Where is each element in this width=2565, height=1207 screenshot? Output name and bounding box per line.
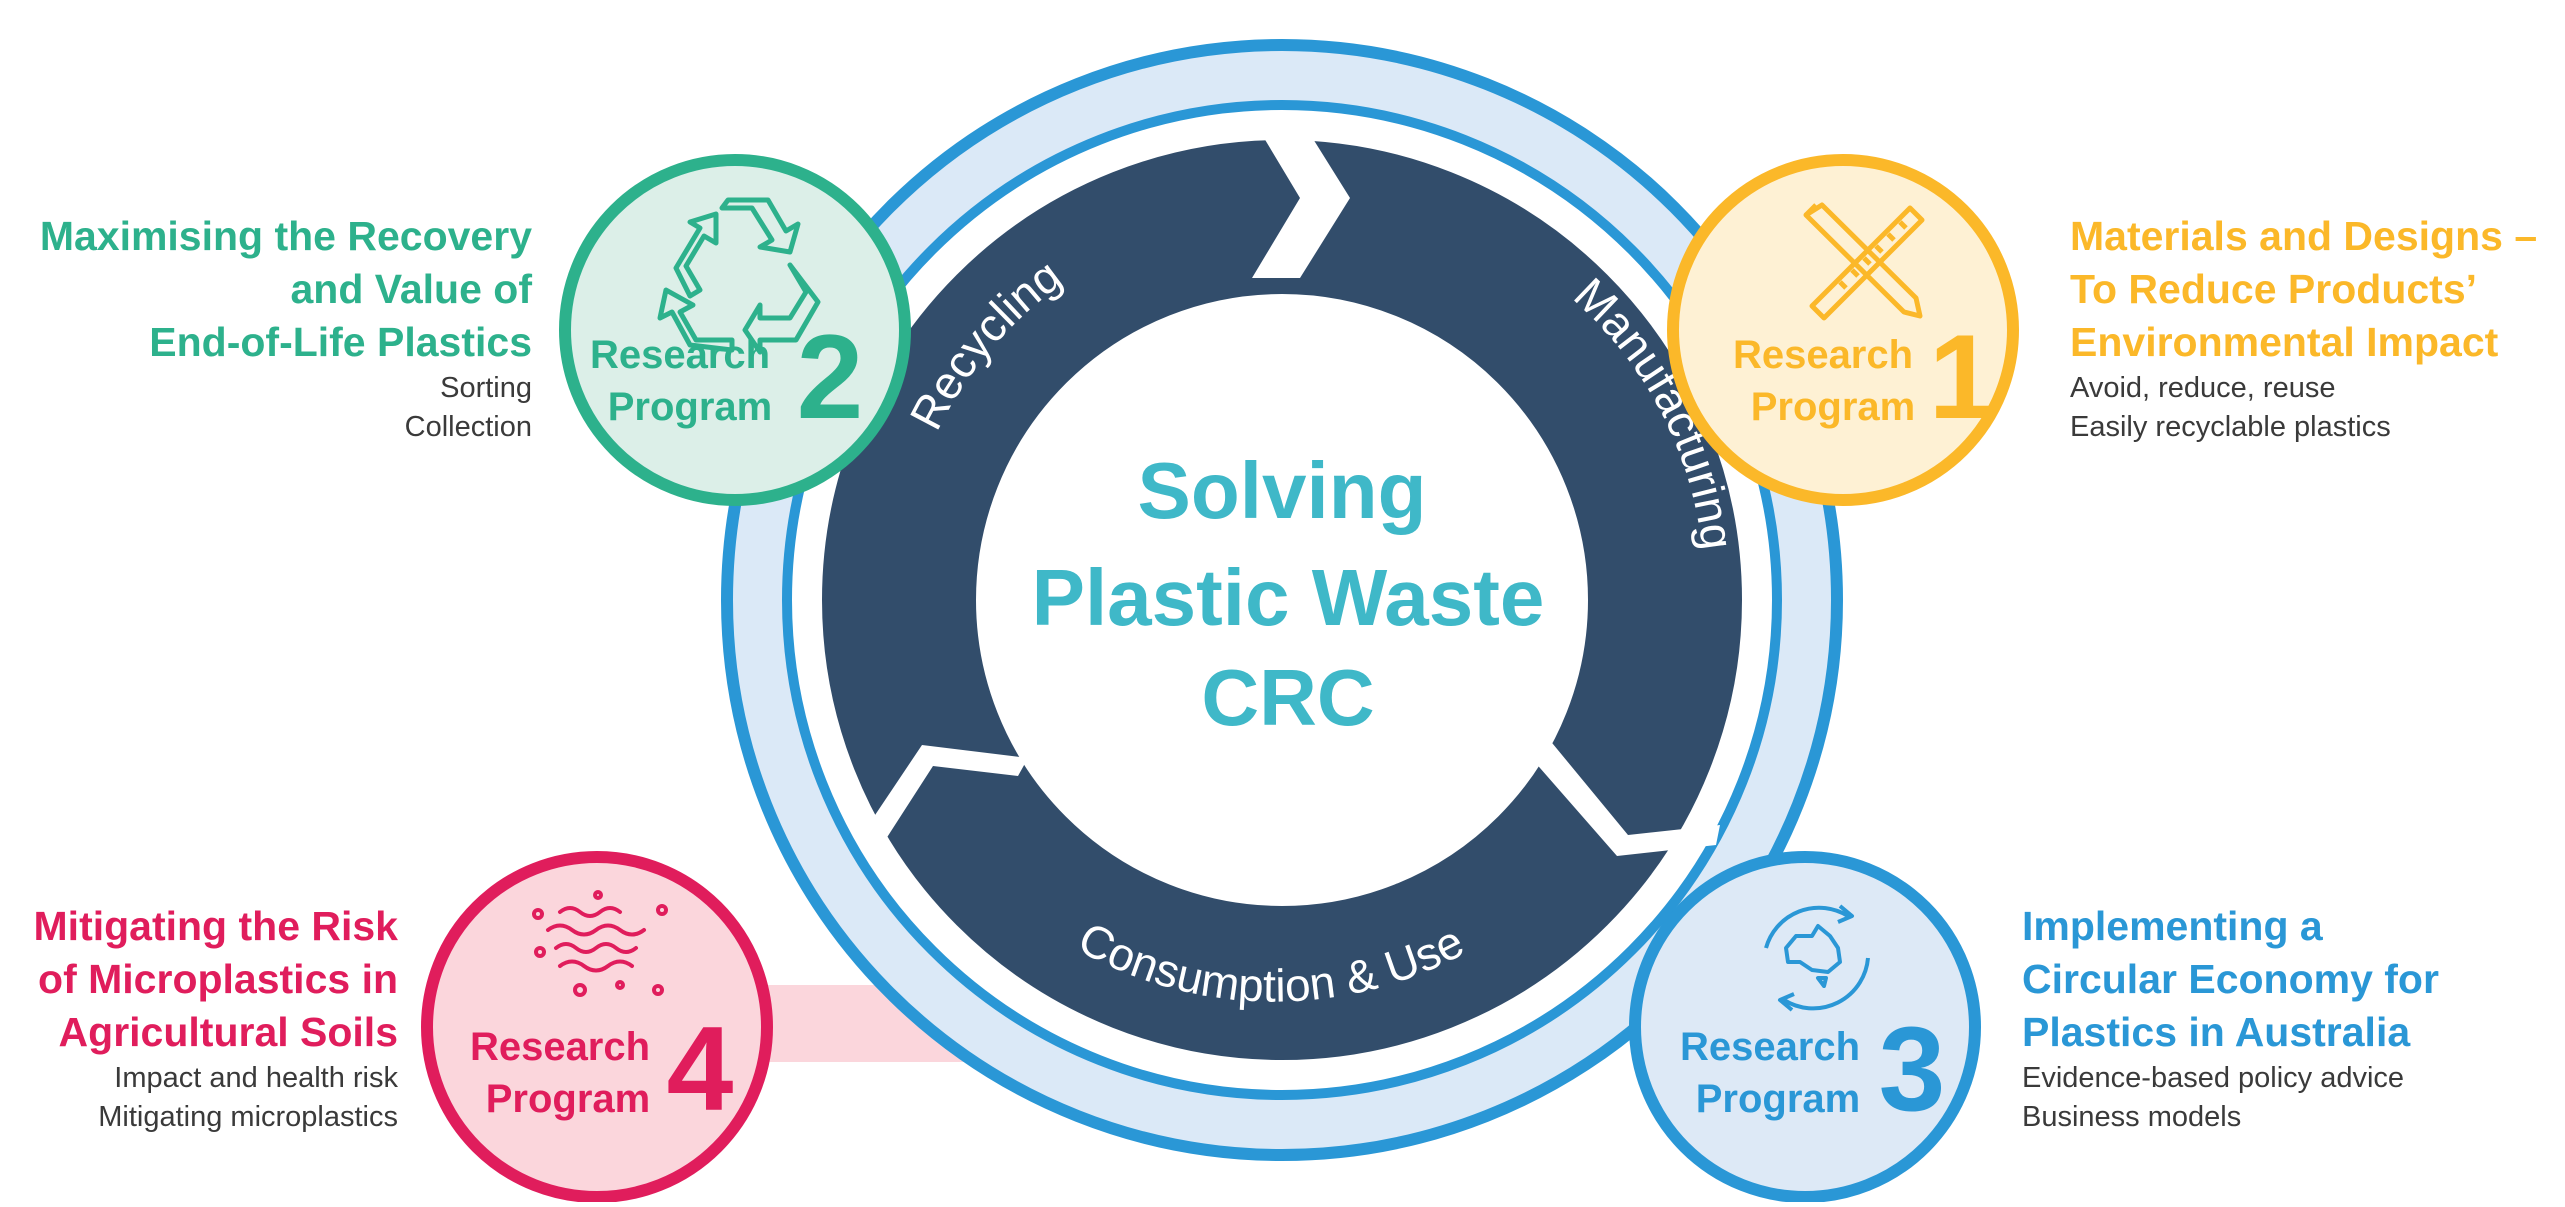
program-1-title-line: To Reduce Products’ [2070, 266, 2478, 312]
program-4-title-line: Agricultural Soils [58, 1009, 398, 1055]
center-title-line-3: CRC [1201, 653, 1374, 742]
cycle-ring [822, 140, 1742, 1060]
program-4-number: 4 [667, 1002, 734, 1136]
program-4-word2: Program [486, 1077, 651, 1121]
arrow-notch-top [1252, 118, 1350, 278]
center-title-line-2: Plastic Waste [1032, 553, 1545, 642]
program-1-title-line: Materials and Designs – [2070, 213, 2538, 259]
program-2-word2: Program [608, 385, 773, 429]
program-4-title-line: Mitigating the Risk [33, 903, 398, 949]
research-program-1-badge: Research Program 1 [1667, 154, 2019, 506]
recycle-icon [657, 197, 821, 355]
research-program-2-badge: Research Program 2 [559, 154, 911, 506]
program-2-title-line: Maximising the Recovery [39, 213, 532, 259]
program-2-detail: Sorting [440, 372, 532, 404]
program-2-title-line: End-of-Life Plastics [149, 319, 532, 365]
program-2-word1: Research [590, 333, 770, 377]
program-3-word2: Program [1696, 1077, 1861, 1121]
arrow-notch-right [1533, 738, 1720, 856]
program-3-word1: Research [1680, 1025, 1860, 1069]
program-1-title-line: Environmental Impact [2070, 319, 2499, 365]
center-title-line-1: Solving [1138, 446, 1427, 535]
pencil-ruler-icon [1803, 202, 1925, 321]
program-4-title-line: of Microplastics in [38, 956, 398, 1002]
program-4-word1: Research [470, 1025, 650, 1069]
program-3-number: 3 [1879, 1002, 1946, 1136]
program-1-description: Materials and Designs – To Reduce Produc… [2070, 210, 2565, 447]
program-2-number: 2 [797, 310, 864, 444]
program-4-detail: Impact and health risk [114, 1062, 398, 1094]
program-2-title-line: and Value of [290, 266, 533, 312]
program-4-detail: Mitigating microplastics [98, 1101, 398, 1133]
program-2-description: Maximising the Recovery and Value of End… [0, 210, 532, 447]
arrow-notch-left [865, 745, 1028, 842]
program-3-detail: Business models [2022, 1101, 2242, 1133]
program-2-detail: Collection [404, 411, 532, 443]
microplastics-icon [532, 890, 668, 997]
research-program-4-badge: Research Program 4 [421, 851, 773, 1203]
program-3-detail: Evidence-based policy advice [2022, 1062, 2405, 1094]
program-3-title-line: Implementing a [2022, 903, 2323, 949]
program-1-detail: Avoid, reduce, reuse [2070, 372, 2336, 404]
program-3-title-line: Circular Economy for [2022, 956, 2439, 1002]
program-1-word1: Research [1733, 333, 1913, 377]
program-1-detail: Easily recyclable plastics [2070, 411, 2391, 443]
program-4-description: Mitigating the Risk of Microplastics in … [0, 900, 398, 1137]
research-program-3-badge: Research Program 3 [1629, 851, 1981, 1203]
australia-cycle-icon [1764, 904, 1870, 1012]
program-3-title-line: Plastics in Australia [2022, 1009, 2411, 1055]
program-1-number: 1 [1929, 310, 1996, 444]
program-1-word2: Program [1751, 385, 1916, 429]
program-3-description: Implementing a Circular Economy for Plas… [2022, 900, 2562, 1137]
